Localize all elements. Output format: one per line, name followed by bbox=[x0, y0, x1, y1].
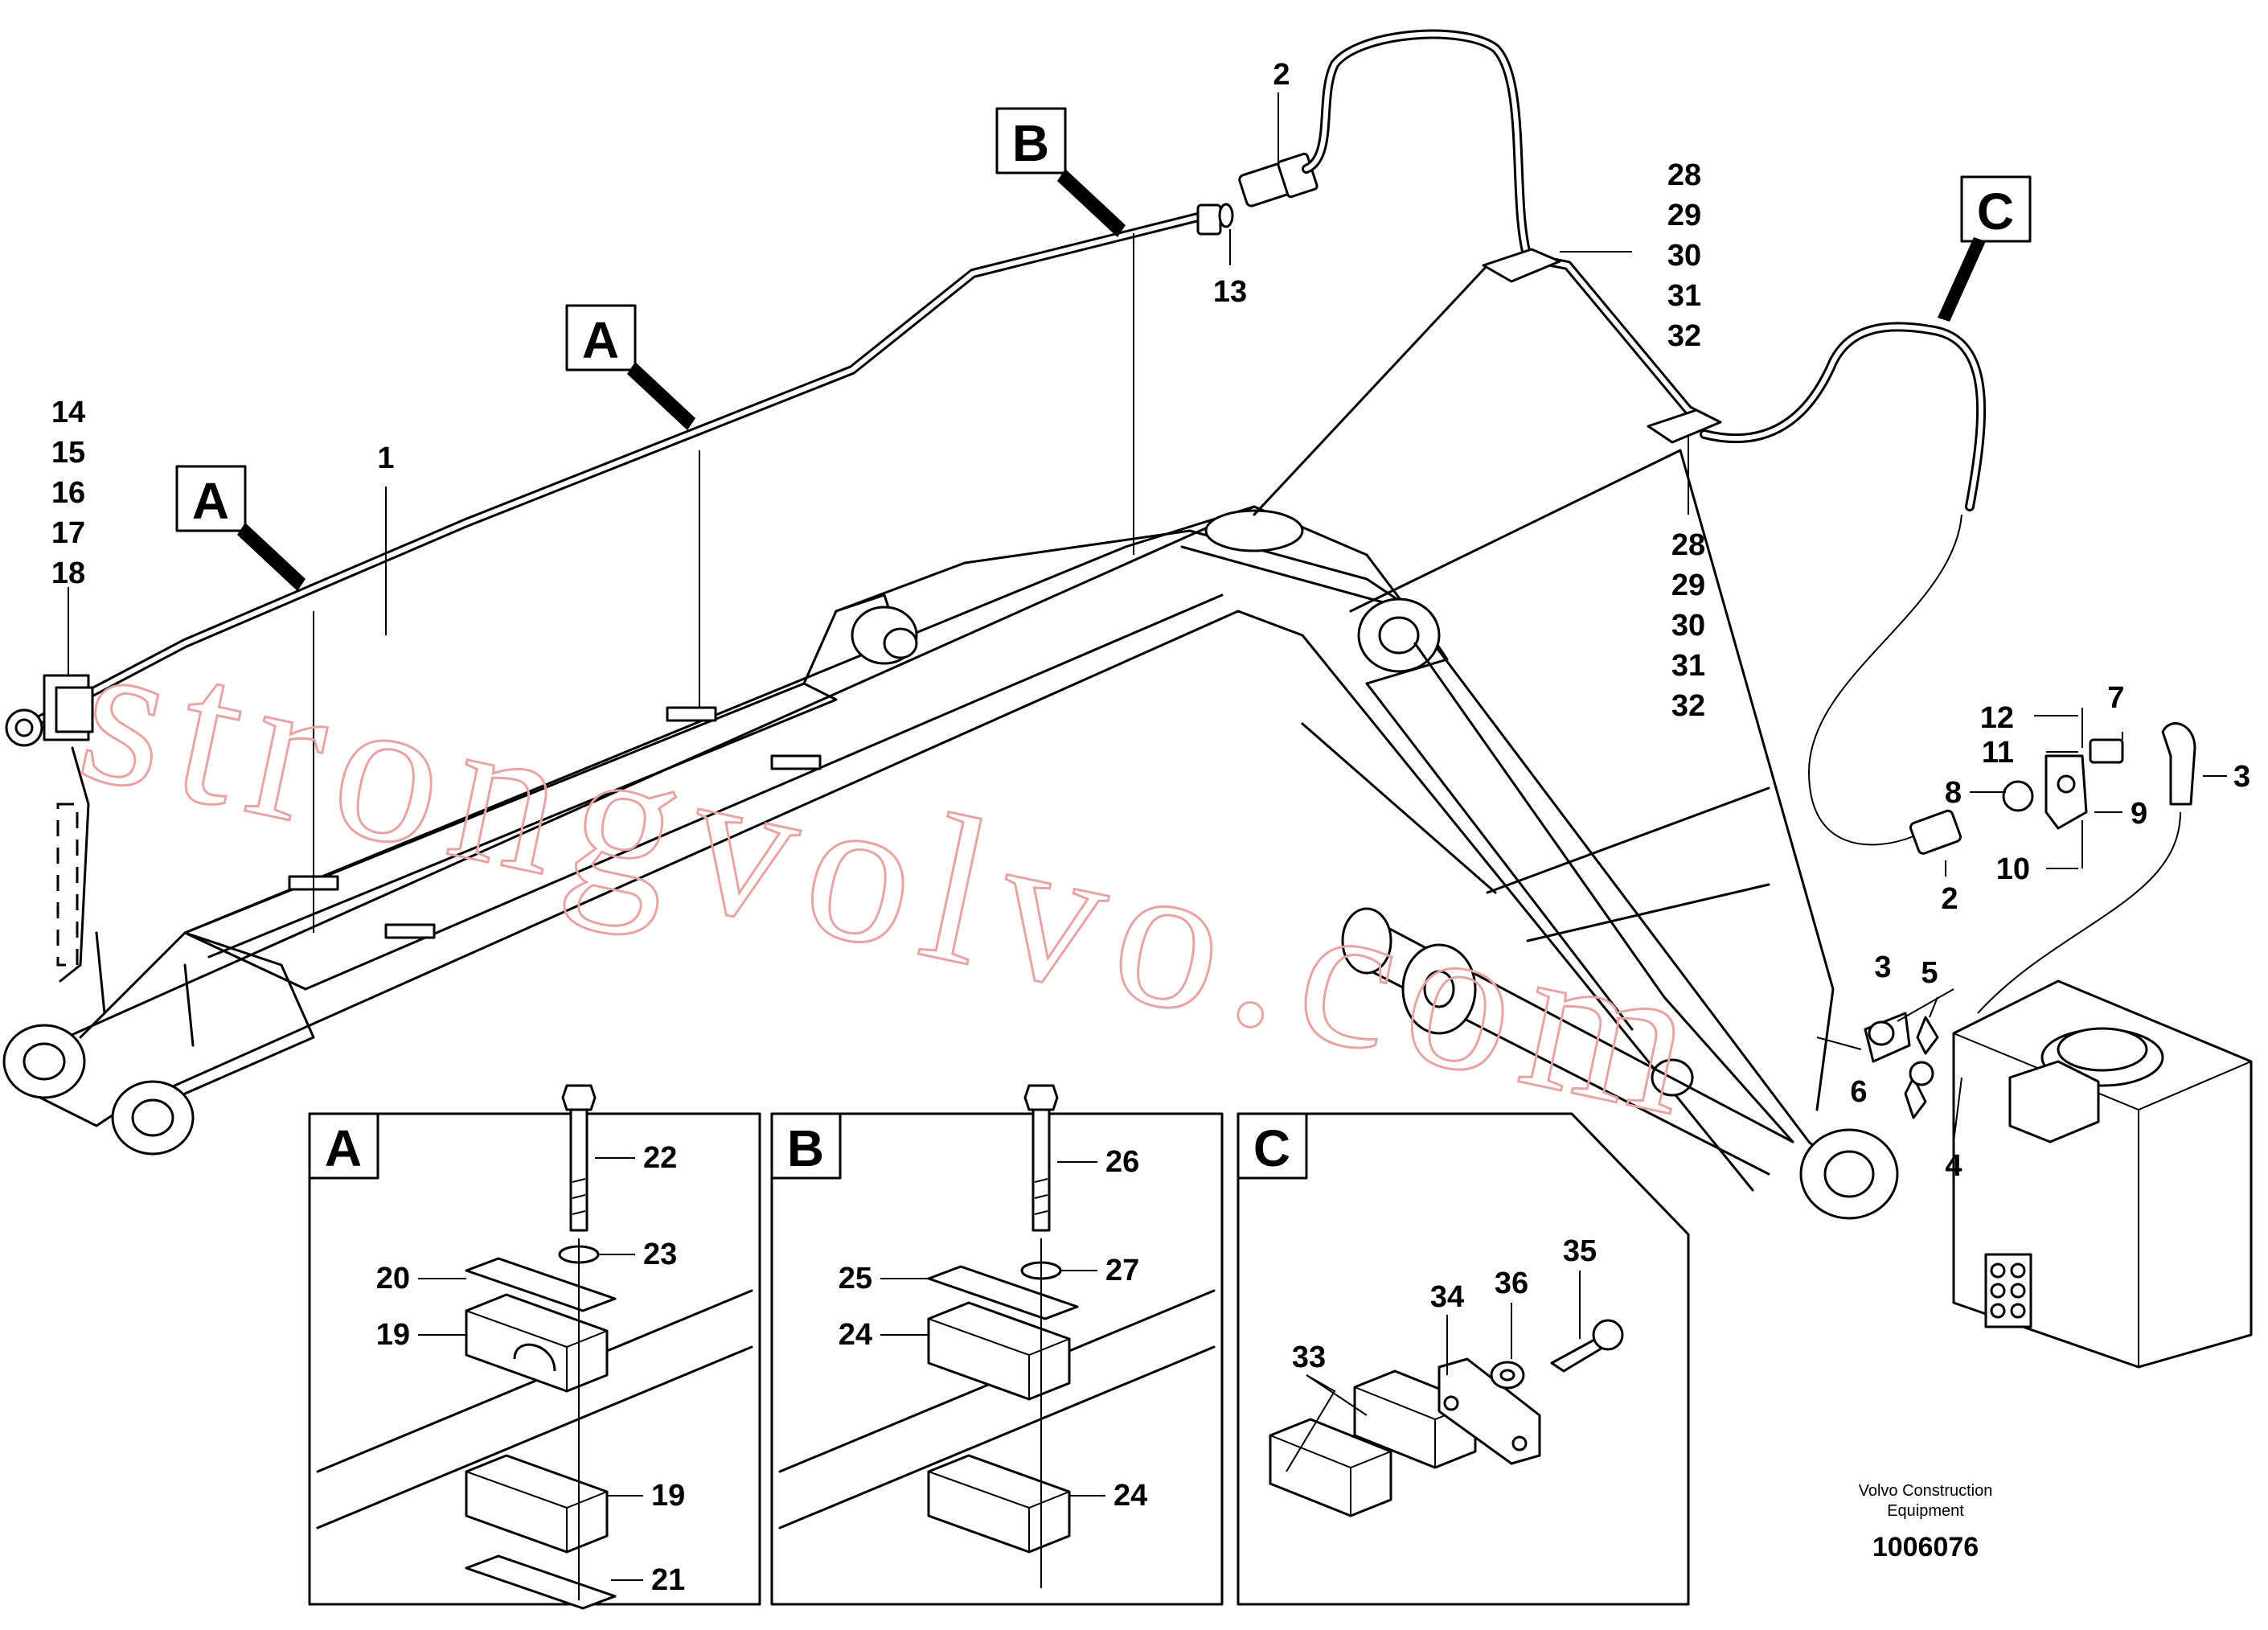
label-group2-30: 30 bbox=[1671, 609, 1705, 643]
footer-company-line1: Volvo Construction bbox=[1859, 1482, 1993, 1500]
callout-tag-b-text: B bbox=[1012, 114, 1049, 172]
label-b-27: 27 bbox=[1105, 1254, 1139, 1287]
callout-tag-a-center: A bbox=[565, 304, 695, 430]
label-group2-29: 29 bbox=[1671, 569, 1705, 602]
label-12: 12 bbox=[1980, 701, 2014, 735]
label-15: 15 bbox=[51, 436, 85, 470]
pipe-1 bbox=[5, 203, 1234, 747]
leader-lines bbox=[68, 92, 2227, 1143]
label-9: 9 bbox=[2131, 797, 2147, 831]
label-3-top: 3 bbox=[2233, 760, 2250, 794]
label-group1-30: 30 bbox=[1667, 239, 1701, 273]
label-11: 11 bbox=[1982, 736, 2014, 770]
label-c-35: 35 bbox=[1563, 1234, 1597, 1268]
label-4: 4 bbox=[1945, 1149, 1962, 1183]
label-1: 1 bbox=[377, 441, 394, 475]
detail-panel-a: A 22 23 20 19 19 21 bbox=[308, 1084, 761, 1610]
callout-tag-a-left: A bbox=[175, 465, 306, 591]
label-5: 5 bbox=[1921, 956, 1938, 990]
label-group1-28: 28 bbox=[1667, 158, 1701, 192]
label-group2-32: 32 bbox=[1671, 689, 1705, 723]
label-b-25: 25 bbox=[839, 1262, 872, 1295]
label-7: 7 bbox=[2107, 681, 2124, 715]
label-a-23: 23 bbox=[643, 1238, 677, 1271]
detail-panel-a-title: A bbox=[325, 1119, 362, 1177]
detail-panel-c: C 33 34 36 35 bbox=[1237, 1112, 1690, 1606]
footer-company-line2: Equipment bbox=[1887, 1502, 1964, 1520]
label-17: 17 bbox=[51, 516, 85, 550]
diagram-footer: Volvo Construction Equipment 1006076 bbox=[1859, 1482, 1993, 1562]
label-a-19-bottom: 19 bbox=[651, 1479, 685, 1513]
label-a-21: 21 bbox=[651, 1563, 685, 1597]
label-c-36: 36 bbox=[1495, 1267, 1528, 1300]
label-6: 6 bbox=[1850, 1075, 1867, 1109]
footer-diagram-number: 1006076 bbox=[1872, 1532, 1979, 1562]
label-a-19-top: 19 bbox=[376, 1318, 410, 1352]
label-c-33: 33 bbox=[1292, 1341, 1326, 1374]
detail-panel-b: B 26 27 25 24 24 bbox=[770, 1084, 1224, 1606]
tank-and-fittings bbox=[1816, 979, 2253, 1369]
label-2-top: 2 bbox=[1273, 58, 1290, 92]
label-2-lower: 2 bbox=[1941, 882, 1958, 916]
callout-tag-c-text: C bbox=[1977, 183, 2014, 240]
excavator-boom bbox=[2, 264, 1899, 1220]
label-10: 10 bbox=[1996, 852, 2030, 886]
label-16: 16 bbox=[51, 476, 85, 510]
callout-tag-a-center-text: A bbox=[582, 311, 619, 369]
label-13: 13 bbox=[1213, 275, 1247, 309]
connector-assembly bbox=[1909, 708, 2196, 1014]
label-group1-31: 31 bbox=[1667, 279, 1701, 313]
label-a-20: 20 bbox=[376, 1262, 410, 1295]
callout-tag-b: B bbox=[995, 107, 1126, 237]
label-18: 18 bbox=[51, 556, 85, 590]
label-group2-31: 31 bbox=[1671, 649, 1705, 683]
label-a-22: 22 bbox=[643, 1141, 677, 1175]
label-b-24-top: 24 bbox=[839, 1318, 872, 1352]
callout-tag-c: C bbox=[1938, 175, 2032, 322]
label-b-24-bottom: 24 bbox=[1113, 1479, 1147, 1513]
label-group1-29: 29 bbox=[1667, 199, 1701, 232]
detail-panel-c-title: C bbox=[1253, 1119, 1290, 1177]
label-14: 14 bbox=[51, 396, 85, 429]
part-labels: 2 13 1 14 15 16 17 18 28 29 30 31 32 28 … bbox=[51, 58, 2250, 1183]
label-group2-28: 28 bbox=[1671, 528, 1705, 562]
label-b-26: 26 bbox=[1105, 1145, 1139, 1179]
label-3-lower: 3 bbox=[1874, 950, 1891, 984]
label-8: 8 bbox=[1945, 776, 1962, 810]
callout-tag-a-left-text: A bbox=[192, 472, 229, 530]
label-group1-32: 32 bbox=[1667, 319, 1701, 353]
hose-2 bbox=[1238, 29, 1987, 846]
label-c-34: 34 bbox=[1430, 1280, 1464, 1314]
detail-panel-b-title: B bbox=[787, 1119, 824, 1177]
